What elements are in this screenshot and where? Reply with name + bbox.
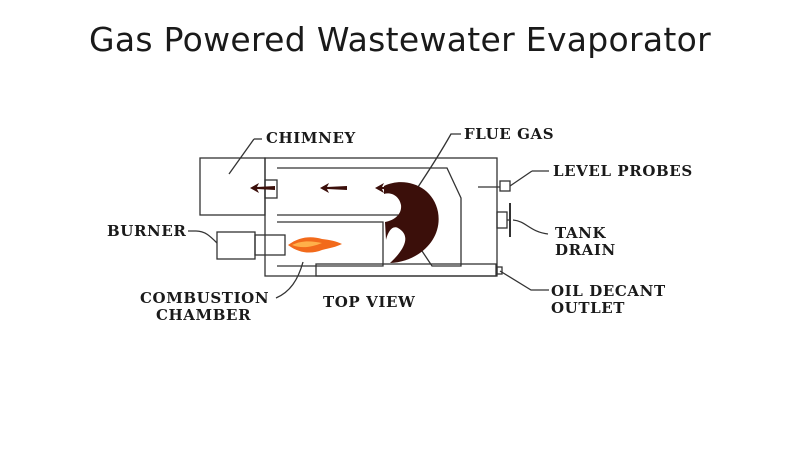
leader-oil-decant	[499, 270, 549, 291]
flue-arrow-3	[250, 183, 275, 193]
label-chimney: CHIMNEY	[266, 129, 356, 147]
flue-arrows	[250, 183, 396, 193]
label-combustion-1: COMBUSTION	[140, 289, 269, 307]
leader-tank-drain	[512, 219, 549, 235]
label-level-probes: LEVEL PROBES	[553, 162, 693, 180]
oil-decant-nub	[496, 266, 503, 275]
label-tank-drain-1: TANK	[555, 224, 606, 242]
label-flue-gas: FLUE GAS	[464, 125, 554, 143]
burner-flame-core	[292, 241, 322, 248]
leader-flue-gas	[415, 133, 461, 191]
flue-channel	[277, 167, 462, 267]
oil-decant-bar	[315, 263, 497, 277]
leader-combustion	[275, 261, 304, 299]
leader-level-probes	[509, 170, 533, 187]
diagram-title: Gas Powered Wastewater Evaporator	[88, 20, 712, 59]
combustion-chamber-outline	[277, 221, 384, 267]
flue-arrow-2	[320, 183, 347, 193]
label-burner: BURNER	[107, 222, 186, 240]
label-tank-drain-2: DRAIN	[555, 241, 616, 259]
tank-drain-fitting	[496, 211, 508, 229]
flue-gas-curl	[384, 182, 439, 263]
leader-burner	[188, 230, 218, 244]
label-oil-decant-1: OIL DECANT	[551, 282, 666, 300]
label-combustion-2: CHAMBER	[156, 306, 251, 324]
level-probe-box	[499, 180, 511, 192]
burner-tube	[254, 234, 286, 256]
tank-outer	[264, 157, 498, 277]
label-top-view: TOP VIEW	[323, 293, 416, 311]
leader-chimney	[228, 138, 255, 175]
burner-body	[216, 231, 256, 260]
label-oil-decant-2: OUTLET	[551, 299, 625, 317]
flue-arrow-1	[375, 183, 396, 193]
